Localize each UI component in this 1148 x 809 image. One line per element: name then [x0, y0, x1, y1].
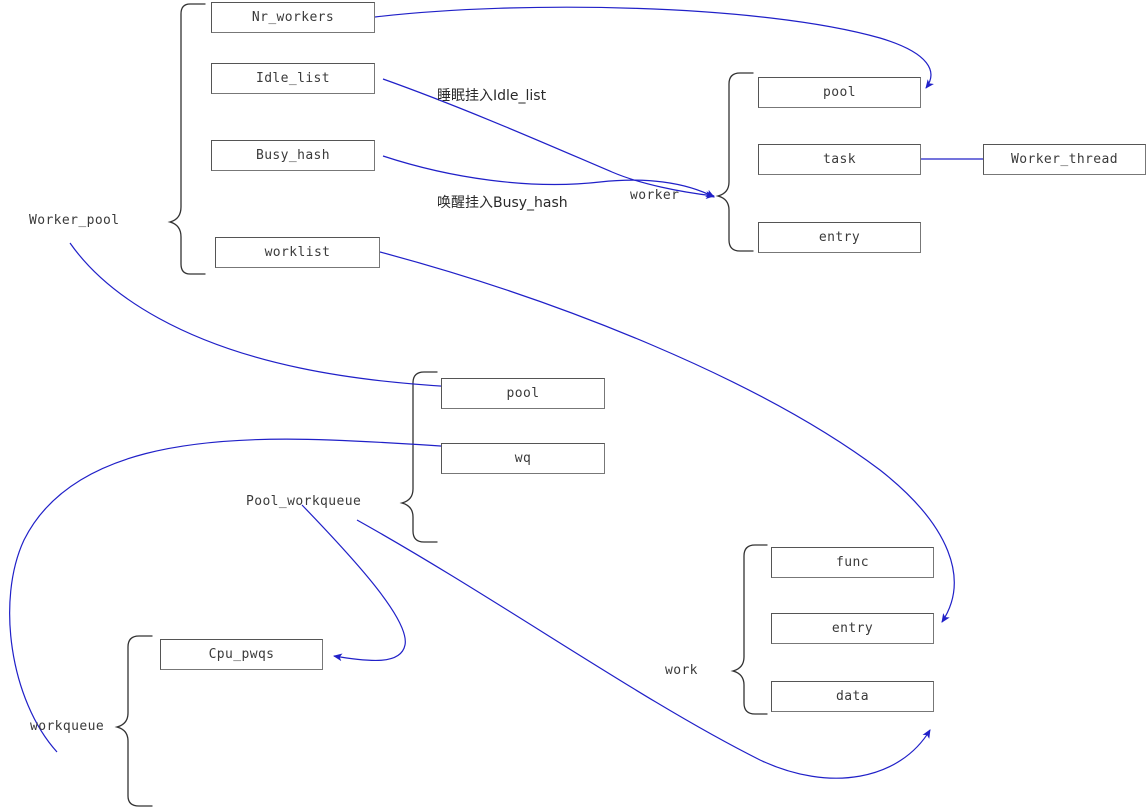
- brace-worker-pool: [167, 3, 206, 275]
- group-label-text: Pool_workqueue: [246, 494, 362, 509]
- edge-label-text: 唤醒挂入Busy_hash: [437, 195, 568, 211]
- edge-label-sleep-to-idle-list: 睡眠挂入Idle_list: [437, 85, 546, 105]
- node-pwq-pool[interactable]: pool: [441, 378, 605, 409]
- group-label-text: work: [665, 663, 698, 678]
- node-nr-workers[interactable]: Nr_workers: [211, 2, 375, 33]
- brace-work: [730, 544, 768, 715]
- node-label: Busy_hash: [255, 148, 331, 163]
- brace-workqueue: [114, 635, 153, 807]
- edge-sleep-to-idlelist: [382, 78, 715, 199]
- edge-poolworkqueue-to-cpupwqs: [301, 504, 406, 662]
- node-worker-thread[interactable]: Worker_thread: [983, 144, 1146, 175]
- edge-label-text: 睡眠挂入Idle_list: [437, 88, 547, 104]
- node-worker-pool-field[interactable]: pool: [758, 77, 921, 108]
- edge-workqueue-to-pwq-wq: [9, 438, 596, 753]
- node-work-entry[interactable]: entry: [771, 613, 934, 644]
- group-label-worker: worker: [630, 188, 679, 203]
- group-label-worker-pool: Worker_pool: [29, 213, 120, 228]
- node-label: func: [836, 555, 869, 570]
- node-label: entry: [818, 230, 861, 245]
- node-busy-hash[interactable]: Busy_hash: [211, 140, 375, 171]
- node-label: task: [823, 152, 856, 167]
- node-label: pool: [823, 85, 856, 100]
- node-idle-list[interactable]: Idle_list: [211, 63, 375, 94]
- node-label: data: [836, 689, 869, 704]
- group-label-work: work: [665, 663, 698, 678]
- node-label: pool: [506, 386, 540, 401]
- node-label: Worker_thread: [1011, 152, 1118, 167]
- node-work-data[interactable]: data: [771, 681, 934, 712]
- edge-nrworkers-to-workerpool: [374, 6, 934, 89]
- node-pwq-wq[interactable]: wq: [441, 443, 605, 474]
- node-worklist[interactable]: worklist: [215, 237, 380, 268]
- edge-label-wake-to-busy-hash: 唤醒挂入Busy_hash: [437, 192, 568, 212]
- group-label-workqueue: workqueue: [30, 719, 104, 734]
- node-label: entry: [831, 621, 874, 636]
- brace-pool-workqueue: [399, 371, 438, 543]
- brace-worker: [715, 72, 754, 252]
- group-label-text: worker: [630, 188, 680, 203]
- node-worker-task[interactable]: task: [758, 144, 921, 175]
- node-label: wq: [514, 451, 532, 466]
- group-label-text: workqueue: [30, 719, 105, 734]
- node-work-func[interactable]: func: [771, 547, 934, 578]
- group-label-text: Worker_pool: [29, 213, 120, 228]
- group-label-pool-workqueue: Pool_workqueue: [246, 494, 361, 509]
- node-label: Cpu_pwqs: [208, 647, 275, 662]
- node-label: Nr_workers: [251, 10, 335, 25]
- node-label: Idle_list: [255, 71, 331, 86]
- node-worker-entry[interactable]: entry: [758, 222, 921, 253]
- node-label: worklist: [264, 245, 331, 260]
- node-cpu-pwqs[interactable]: Cpu_pwqs: [160, 639, 323, 670]
